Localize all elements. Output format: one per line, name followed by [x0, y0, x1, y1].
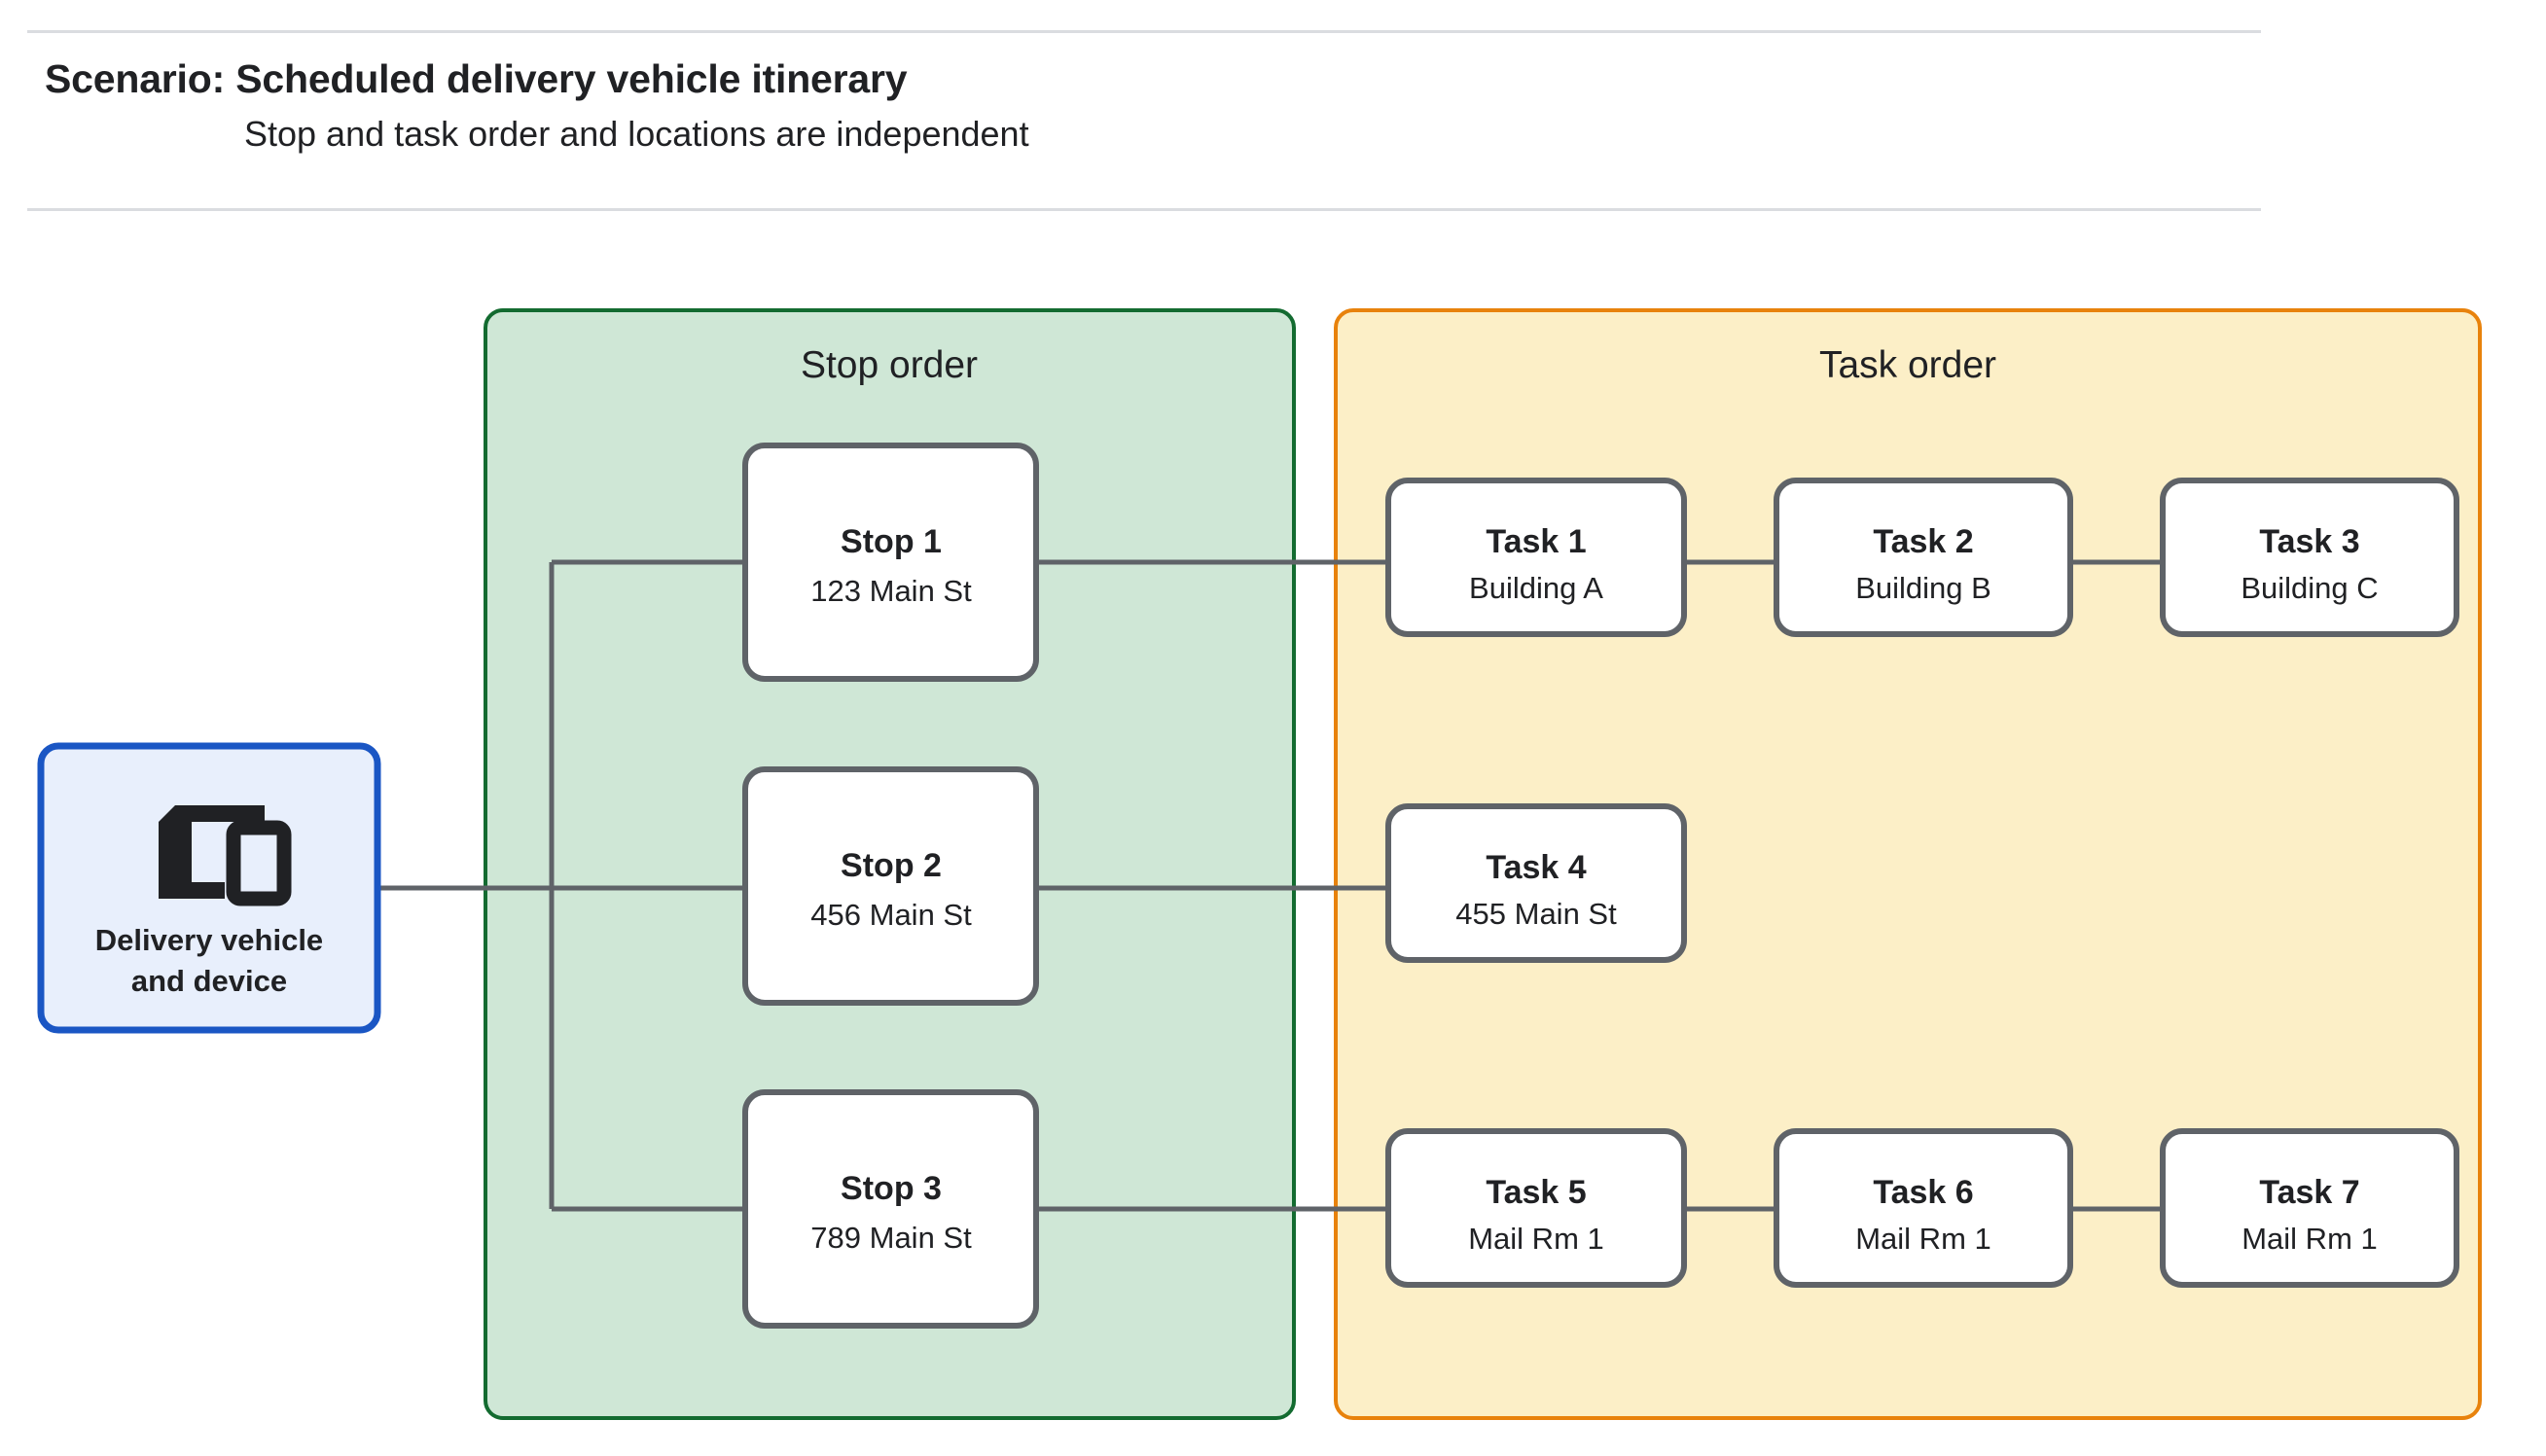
task-card-4[interactable]: Task 4 455 Main St — [1385, 803, 1687, 963]
task-card-6-title: Task 6 — [1873, 1174, 1973, 1211]
stop-card-2[interactable]: Stop 2 456 Main St — [742, 766, 1039, 1006]
task-order-group-title: Task order — [1819, 344, 1996, 386]
task-card-1[interactable]: Task 1 Building A — [1385, 478, 1687, 637]
page-subtitle: Stop and task order and locations are in… — [244, 114, 1029, 154]
stop-card-2-box[interactable] — [742, 766, 1039, 1006]
task-card-5-box[interactable] — [1385, 1128, 1687, 1288]
task-card-7-title: Task 7 — [2259, 1174, 2359, 1211]
task-card-3-title: Task 3 — [2259, 523, 2359, 560]
stop-card-3-address: 789 Main St — [810, 1221, 972, 1255]
header-divider-top — [27, 30, 2261, 33]
task-card-2-box[interactable] — [1774, 478, 2073, 637]
header-divider-bottom — [27, 208, 2261, 211]
task-card-5-title: Task 5 — [1486, 1174, 1586, 1211]
task-card-2-location: Building B — [1855, 571, 1991, 605]
task-card-7-location: Mail Rm 1 — [2241, 1222, 2378, 1256]
task-card-3-box[interactable] — [2160, 478, 2459, 637]
task-card-7-box[interactable] — [2160, 1128, 2459, 1288]
task-card-1-box[interactable] — [1385, 478, 1687, 637]
task-card-6-location: Mail Rm 1 — [1855, 1222, 1991, 1256]
stop-card-2-address: 456 Main St — [810, 898, 972, 932]
stop-card-1[interactable]: Stop 1 123 Main St — [742, 443, 1039, 682]
task-card-2-title: Task 2 — [1873, 523, 1973, 560]
stop-card-1-address: 123 Main St — [810, 574, 972, 608]
stop-card-1-box[interactable] — [742, 443, 1039, 682]
delivery-vehicle-label-line1: Delivery vehicle — [95, 923, 323, 957]
task-card-5[interactable]: Task 5 Mail Rm 1 — [1385, 1128, 1687, 1288]
delivery-vehicle-label-line2: and device — [131, 964, 287, 998]
stop-card-3-title: Stop 3 — [841, 1170, 942, 1207]
page-title: Scenario: Scheduled delivery vehicle iti… — [45, 56, 908, 101]
task-card-4-location: 455 Main St — [1455, 897, 1617, 931]
task-card-2[interactable]: Task 2 Building B — [1774, 478, 2073, 637]
task-card-3-location: Building C — [2241, 571, 2378, 605]
stop-card-3[interactable]: Stop 3 789 Main St — [742, 1089, 1039, 1329]
stop-card-3-box[interactable] — [742, 1089, 1039, 1329]
task-card-6[interactable]: Task 6 Mail Rm 1 — [1774, 1128, 2073, 1288]
task-card-5-location: Mail Rm 1 — [1468, 1222, 1604, 1256]
stop-order-group-title: Stop order — [801, 344, 978, 386]
delivery-vehicle-node[interactable]: Delivery vehicle and device — [37, 742, 381, 1034]
devices-icon — [159, 805, 292, 906]
task-card-4-box[interactable] — [1385, 803, 1687, 963]
stop-card-2-title: Stop 2 — [841, 847, 942, 884]
task-card-6-box[interactable] — [1774, 1128, 2073, 1288]
stop-card-1-title: Stop 1 — [841, 523, 942, 560]
task-card-1-location: Building A — [1469, 571, 1603, 605]
task-card-3[interactable]: Task 3 Building C — [2160, 478, 2459, 637]
task-card-7[interactable]: Task 7 Mail Rm 1 — [2160, 1128, 2459, 1288]
task-card-4-title: Task 4 — [1486, 849, 1586, 886]
task-card-1-title: Task 1 — [1486, 523, 1586, 560]
